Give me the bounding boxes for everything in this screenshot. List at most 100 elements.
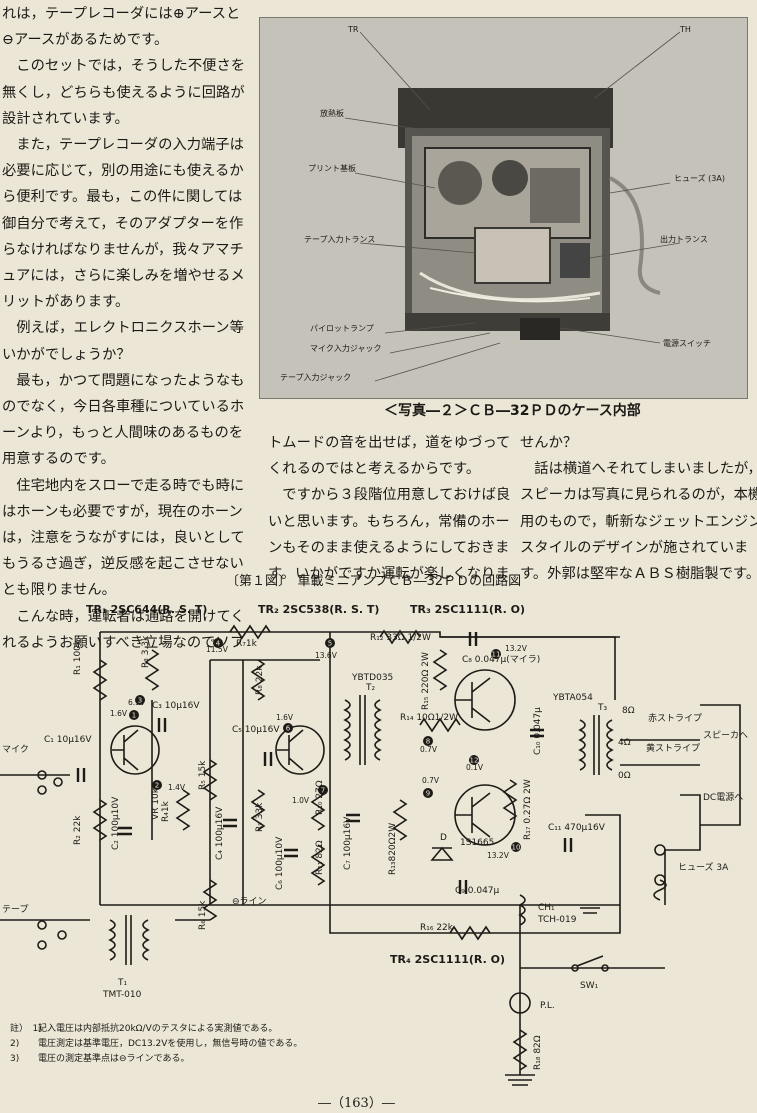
figure-title: 〔第１図〕 車載ミニアンプＣＢ―32ＰＤの回路図 [226, 574, 522, 589]
label-printed-board: プリント基板 [308, 163, 356, 173]
node-marker [152, 780, 162, 790]
capacitors [76, 632, 573, 894]
voltage-1: 1.6V [110, 709, 128, 718]
label-fuse: ヒューズ 3A [678, 861, 729, 873]
article-line: す。外郭は堅牢なＡＢＳ樹脂製です。 [520, 566, 757, 583]
node-number: 4 [216, 640, 221, 648]
voltage-5: 13.6V [315, 651, 338, 660]
label-r8: R₈ 22k [255, 665, 265, 695]
label-r4: R₄1k [161, 800, 171, 822]
article-line: 設計されています。 [2, 110, 129, 127]
page-number: ―（163）― [318, 1096, 395, 1111]
label-t1-model: TMT-010 [102, 990, 142, 1000]
node-marker [135, 695, 145, 705]
label-diode: D [440, 833, 447, 843]
article-line: くれるのではと考えるからです。 [268, 461, 481, 478]
transformers [108, 695, 667, 965]
label-red-stripe: 赤ストライプ [648, 713, 702, 724]
article-line: もうるさ過ぎ，逆反感を起こさせない [2, 556, 244, 573]
article-line: 無くし，どちらも使えるように回路が [2, 84, 245, 101]
article-line: らなければなりませんが，我々アマチ [2, 241, 244, 258]
label-r15: R₁₅ 220Ω 2W [421, 652, 431, 710]
label-c4: C₄ 100μ16V [215, 806, 225, 860]
article-line: スピーカは写真に見られるのが，本機 [520, 487, 757, 504]
photo-illustration: TR TH 放熱板 プリント基板 ヒューズ (3A) テープ入力トランス 出力ト… [260, 18, 747, 398]
label-pilot-lamp: パイロットランプ [310, 324, 374, 333]
node-number: 9 [426, 790, 430, 798]
node-marker [491, 649, 501, 659]
label-th: TH [679, 25, 691, 34]
label-line: ⊖ライン [232, 896, 267, 907]
resistors [92, 624, 528, 1071]
label-fuse: ヒューズ (3A) [674, 173, 725, 183]
article-line: トムードの音を出せば，道をゆづって [268, 435, 511, 451]
label-r9: R₉ 33k [255, 802, 265, 832]
note-text: 電圧の測定基準点は⊖ラインである。 [38, 1054, 190, 1064]
label-c6: C₆ 100μ10V [275, 836, 285, 890]
label-c1: C₁ 10μ16V [44, 735, 92, 745]
note-line: 註） 1)記入電圧は内部抵抗20kΩ/Vのテスタによる実測値である。 [10, 1022, 302, 1037]
label-r3: R₃ 3.3k [141, 635, 151, 668]
note-number: 註） 1) [10, 1024, 42, 1034]
label-tap-8: 8Ω [622, 706, 635, 716]
label-r17: R₁₇ 0.27Ω 2W [523, 779, 533, 840]
label-c9: C₉ 0.047μ [455, 886, 500, 896]
label-c11: C₁₁ 470μ16V [548, 823, 606, 833]
label-c10: C₁₀ 0.047μ [533, 707, 543, 755]
label-tape: テープ [2, 904, 28, 915]
label-tap-4: 4Ω [618, 738, 631, 748]
label-input-trans: テープ入力トランス [304, 234, 375, 244]
photo-caption: ＜写真―２＞ＣＢ―32ＰＤのケース内部 [384, 403, 641, 419]
label-r7: R₇1k [236, 639, 258, 649]
article-line: 御自分で考えて，そのアダプターを作 [2, 215, 244, 232]
label-c2: C₂ 100μ10V [111, 796, 121, 850]
article-line: のでなく，今日各車種についているホ [2, 399, 245, 416]
voltage-11: 13.2V [505, 644, 528, 653]
label-r10: R₁₀ 27Ω [315, 780, 325, 815]
article-column-right: せんか？ 話は横道へそれてしまいましたが，スピーカは写真に見られるのが，本機用の… [520, 430, 757, 587]
label-power-switch: 電源スイッチ [663, 339, 711, 348]
label-tap-0: 0Ω [618, 771, 631, 781]
label-sw: SW₁ [580, 981, 599, 991]
node-marker [129, 710, 139, 720]
power-rails [0, 631, 741, 1075]
label-tr1: TR₁ 2SC644(R. S. T) [86, 603, 207, 616]
label-speaker: スピーカへ [703, 730, 748, 741]
label-tape-jack: テープ入力ジャック [280, 372, 351, 382]
label-c5: C₅ 10μ16V [232, 725, 280, 735]
label-c8: C₈ 0.047μ(マイラ) [462, 654, 540, 665]
node-marker [511, 842, 521, 852]
note-text: 電圧測定は基準電圧，DC13.2Vを使用し，無信号時の値である。 [38, 1039, 303, 1049]
article-line: また，テープレコーダの入力端子は [2, 137, 244, 154]
article-line: 例えば，エレクトロニクスホーン等 [2, 320, 244, 337]
node-marker [213, 638, 223, 648]
article-line: いかがでしょうか？ [2, 346, 131, 363]
case-interior-photo: TR TH 放熱板 プリント基板 ヒューズ (3A) テープ入力トランス 出力ト… [259, 17, 748, 399]
label-t2-model: YBTD035 [351, 673, 393, 683]
article-line: こんな時，運転者は通路を開けてく [2, 608, 245, 625]
node-marker [423, 736, 433, 746]
misc-parts [37, 770, 666, 1086]
node-marker [423, 788, 433, 798]
note-line: 2)電圧測定は基準電圧，DC13.2Vを使用し，無信号時の値である。 [10, 1037, 302, 1052]
article-line: リットがあります。 [2, 294, 130, 311]
label-r12: R₁₂ 33Ω 1/2W [370, 633, 431, 643]
label-r14: R₁₄ 10Ω1/2W [400, 713, 458, 723]
article-line: 最も，かつて問題になったようなも [2, 372, 245, 389]
article-line: はホーンも必要ですが，現在のホーン [2, 503, 243, 520]
voltage-6: 1.6V [276, 713, 294, 722]
article-line: ですから３段階位用意しておけば良 [268, 487, 511, 504]
voltage-10: 0.7V [422, 776, 440, 785]
article-line: れは，テープレコーダには⊕アースと [2, 6, 241, 22]
article-line: 用意するのです。 [2, 451, 115, 468]
article-column-middle: トムードの音を出せば，道をゆづってくれるのではと考えるからです。 ですから３段階… [268, 430, 511, 587]
voltage-9: 0.1V [466, 763, 484, 772]
label-t3: T₃ [597, 703, 607, 713]
label-ch: CH₁ [538, 903, 555, 913]
article-line: 必要に応じて，別の用途にも使えるか [2, 163, 244, 180]
node-number: 2 [155, 782, 159, 790]
label-r16: R₁₆ 22k [420, 923, 454, 933]
